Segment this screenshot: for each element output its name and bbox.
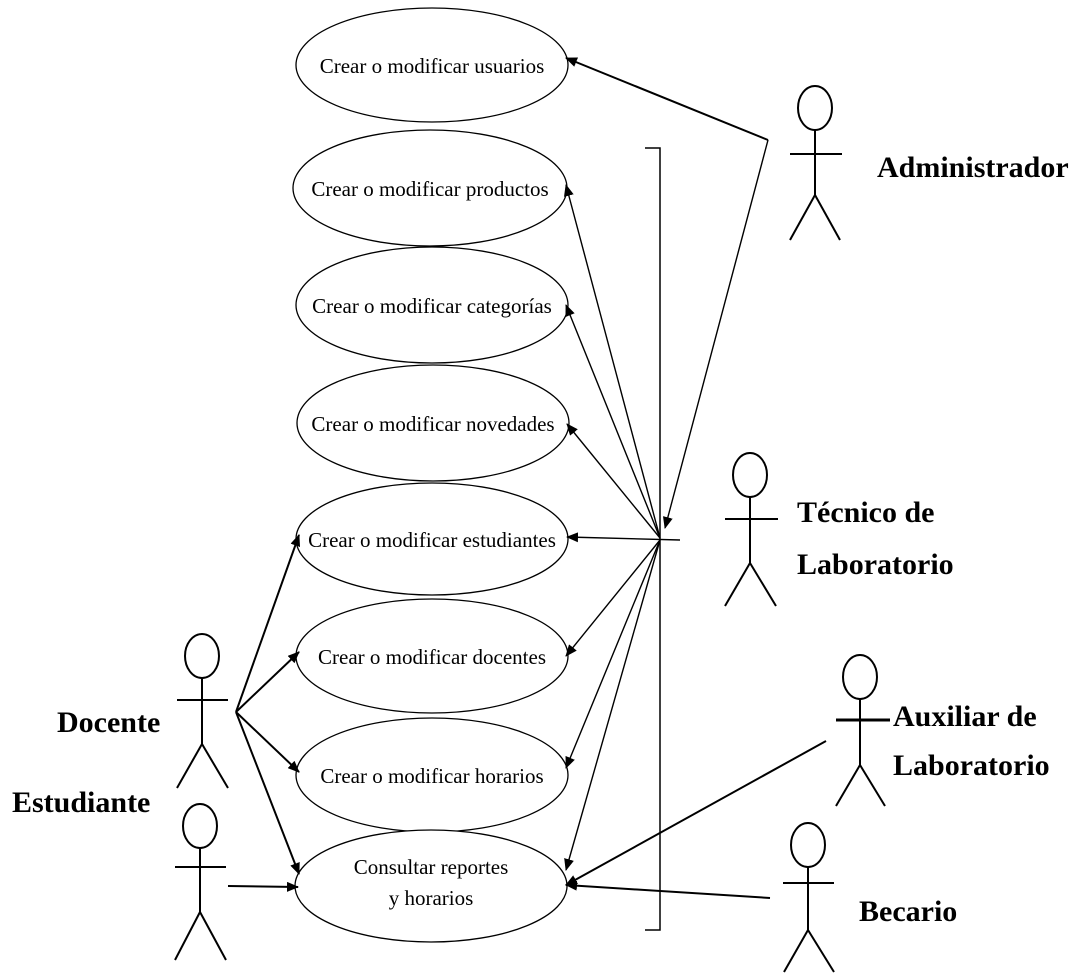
assoc-docente-reportes — [235, 711, 300, 875]
use-case-docentes-label: Crear o modificar docentes — [318, 645, 546, 669]
stick-figure-icon — [176, 633, 229, 789]
assoc-docente-docentes — [235, 651, 300, 713]
stick-figure-icon — [724, 452, 778, 607]
actor-administrador[interactable]: Administrador — [789, 85, 1069, 241]
assoc-hub-productos — [563, 184, 661, 539]
use-case-estudiantes-label: Crear o modificar estudiantes — [308, 528, 556, 552]
actor-auxiliar-label-2: Laboratorio — [893, 749, 1050, 782]
use-case-estudiantes[interactable]: Crear o modificar estudiantes — [295, 482, 569, 596]
actor-estudiante-label: Estudiante — [12, 786, 150, 819]
assoc-hub-categorias — [565, 304, 661, 539]
use-case-productos[interactable]: Crear o modificar productos — [292, 129, 568, 247]
actor-becario[interactable]: Becario — [783, 822, 957, 973]
actor-auxiliar-label-1: Auxiliar de — [893, 700, 1037, 733]
actor-auxiliar-laboratorio[interactable]: Auxiliar de Laboratorio — [835, 654, 1050, 807]
assoc-hub-horarios — [565, 539, 661, 769]
use-case-reportes[interactable]: Consultar reportes y horarios — [294, 829, 568, 943]
actor-docente[interactable]: Docente — [57, 633, 229, 789]
actor-becario-label: Becario — [859, 895, 957, 928]
stick-figure-icon — [835, 654, 890, 807]
actor-tecnico-laboratorio[interactable]: Técnico de Laboratorio — [724, 452, 954, 607]
use-case-novedades-label: Crear o modificar novedades — [311, 412, 554, 436]
assoc-hub-docentes — [565, 539, 661, 657]
assoc-hub-reportes — [564, 539, 661, 871]
assoc-docente-horarios — [235, 711, 300, 773]
actor-tecnico-label-1: Técnico de — [797, 496, 934, 529]
use-case-categorias-label: Crear o modificar categorías — [312, 294, 552, 318]
actor-docente-label: Docente — [57, 706, 160, 739]
use-case-reportes-label-1: Consultar reportes — [354, 855, 509, 879]
stick-figure-icon — [174, 803, 227, 961]
use-case-horarios-label: Crear o modificar horarios — [320, 764, 543, 788]
assoc-estudiante-reportes — [227, 881, 299, 892]
assoc-auxiliar-reportes — [565, 740, 827, 886]
assoc-hub-novedades — [566, 423, 661, 539]
actor-tecnico-label-2: Laboratorio — [797, 548, 954, 581]
assoc-admin-usuarios — [565, 57, 769, 141]
assoc-hub-estudiantes — [566, 532, 681, 543]
actor-administrador-label: Administrador — [877, 151, 1069, 184]
use-case-reportes-label-2: y horarios — [389, 886, 474, 910]
assoc-admin-tecnico — [662, 139, 769, 529]
use-case-docentes[interactable]: Crear o modificar docentes — [295, 598, 569, 714]
stick-figure-icon — [783, 822, 835, 973]
use-case-categorias[interactable]: Crear o modificar categorías — [295, 246, 569, 364]
actor-estudiante[interactable]: Estudiante — [12, 786, 227, 961]
stick-figure-icon — [789, 85, 842, 241]
use-case-usuarios-label: Crear o modificar usuarios — [320, 54, 545, 78]
assoc-docente-estudiantes — [235, 534, 301, 713]
use-case-usuarios[interactable]: Crear o modificar usuarios — [295, 7, 569, 123]
assoc-becario-reportes — [565, 880, 771, 899]
use-case-horarios[interactable]: Crear o modificar horarios — [295, 717, 569, 833]
use-case-novedades[interactable]: Crear o modificar novedades — [296, 364, 570, 482]
use-case-productos-label: Crear o modificar productos — [311, 177, 548, 201]
